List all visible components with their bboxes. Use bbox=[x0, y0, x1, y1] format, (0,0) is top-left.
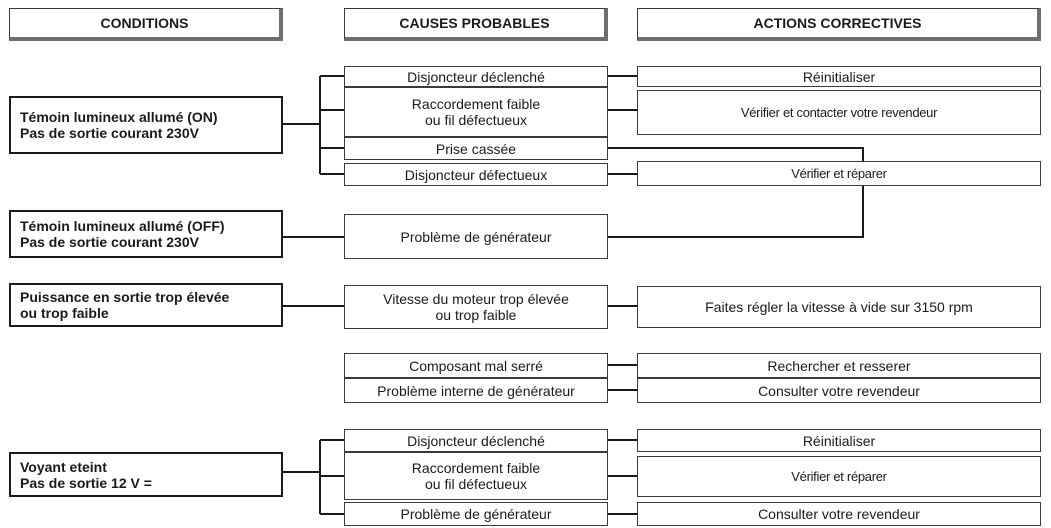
cause-line: ou fil défectueux bbox=[425, 476, 527, 492]
action-box: Réinitialiser bbox=[637, 66, 1041, 87]
cause-line: Problème interne de générateur bbox=[377, 382, 575, 399]
action-label: Consulter votre revendeur bbox=[758, 382, 920, 399]
action-label: Faites régler la vitesse à vide sur 3150… bbox=[705, 299, 973, 315]
condition-line: ou trop faible bbox=[20, 305, 109, 321]
cause-line: Problème de générateur bbox=[400, 506, 552, 522]
connector bbox=[283, 439, 344, 515]
cause-line: Disjoncteur déclenché bbox=[407, 68, 545, 85]
cause-box: Composant mal serré bbox=[344, 353, 608, 378]
connector bbox=[283, 75, 344, 175]
condition-box: Témoin lumineux allumé (ON) Pas de sorti… bbox=[9, 96, 283, 154]
condition-box: Voyant eteint Pas de sortie 12 V = bbox=[9, 452, 283, 497]
connector bbox=[608, 75, 637, 175]
action-box: Réinitialiser bbox=[637, 429, 1041, 452]
condition-line: Pas de sortie 12 V = bbox=[20, 474, 152, 491]
action-label: Vérifier et réparer bbox=[791, 165, 887, 181]
cause-box: Raccordement faible ou fil défectueux bbox=[344, 452, 608, 500]
cause-line: Disjoncteur déclenché bbox=[407, 432, 545, 449]
cause-line: Raccordement faible bbox=[411, 460, 541, 476]
header-actions-label: ACTIONS CORRECTIVES bbox=[753, 15, 922, 31]
cause-line: Disjoncteur défectueux bbox=[404, 166, 548, 183]
connector bbox=[608, 147, 864, 238]
header-causes-label: CAUSES PROBABLES bbox=[399, 15, 550, 31]
condition-line: Puissance en sortie trop élevée bbox=[20, 289, 230, 305]
condition-line: Pas de sortie courant 230V bbox=[20, 234, 199, 250]
cause-line: Raccordement faible bbox=[411, 96, 541, 112]
cause-line: Prise cassée bbox=[435, 140, 517, 157]
action-label: Vérifier et contacter votre revendeur bbox=[740, 104, 938, 120]
header-actions: ACTIONS CORRECTIVES bbox=[637, 8, 1041, 41]
condition-line: Témoin lumineux allumé (ON) bbox=[20, 109, 218, 125]
action-box: Vérifier et réparer bbox=[637, 161, 1041, 186]
header-conditions-label: CONDITIONS bbox=[100, 15, 189, 31]
cause-box: Problème de générateur bbox=[344, 502, 608, 526]
header-causes: CAUSES PROBABLES bbox=[344, 8, 608, 41]
cause-box: Disjoncteur déclenché bbox=[344, 66, 608, 87]
cause-line: Composant mal serré bbox=[409, 357, 543, 374]
header-conditions: CONDITIONS bbox=[9, 8, 283, 41]
cause-box: Prise cassée bbox=[344, 137, 608, 160]
action-label: Réinitialiser bbox=[802, 432, 876, 449]
condition-line: Pas de sortie courant 230V bbox=[20, 125, 199, 141]
action-box: Vérifier et réparer bbox=[637, 456, 1041, 497]
action-label: Consulter votre revendeur bbox=[758, 506, 920, 522]
cause-box: Raccordement faible ou fil défectueux bbox=[344, 87, 608, 137]
cause-box: Problème interne de générateur bbox=[344, 378, 608, 403]
connector bbox=[608, 439, 637, 515]
cause-box: Problème de générateur bbox=[344, 214, 608, 259]
action-box: Consulter votre revendeur bbox=[637, 502, 1041, 526]
action-box: Faites régler la vitesse à vide sur 3150… bbox=[637, 286, 1041, 328]
action-label: Réinitialiser bbox=[802, 68, 876, 85]
action-label: Vérifier et réparer bbox=[791, 468, 887, 484]
cause-line: Vitesse du moteur trop élevée bbox=[383, 291, 569, 307]
action-box: Consulter votre revendeur bbox=[637, 378, 1041, 403]
condition-line: Voyant eteint bbox=[20, 458, 107, 475]
action-box: Rechercher et resserer bbox=[637, 353, 1041, 378]
cause-box: Disjoncteur déclenché bbox=[344, 429, 608, 452]
condition-box: Puissance en sortie trop élevée ou trop … bbox=[9, 283, 283, 327]
action-label: Rechercher et resserer bbox=[767, 357, 911, 374]
cause-line: ou fil défectueux bbox=[425, 112, 527, 128]
condition-box: Témoin lumineux allumé (OFF) Pas de sort… bbox=[9, 210, 283, 258]
connector bbox=[608, 364, 637, 391]
cause-box: Vitesse du moteur trop élevée ou trop fa… bbox=[344, 285, 608, 329]
cause-line: Problème de générateur bbox=[400, 228, 552, 245]
action-box: Vérifier et contacter votre revendeur bbox=[637, 90, 1041, 135]
cause-line: ou trop faible bbox=[435, 307, 517, 323]
cause-box: Disjoncteur défectueux bbox=[344, 163, 608, 186]
condition-line: Témoin lumineux allumé (OFF) bbox=[20, 218, 225, 234]
